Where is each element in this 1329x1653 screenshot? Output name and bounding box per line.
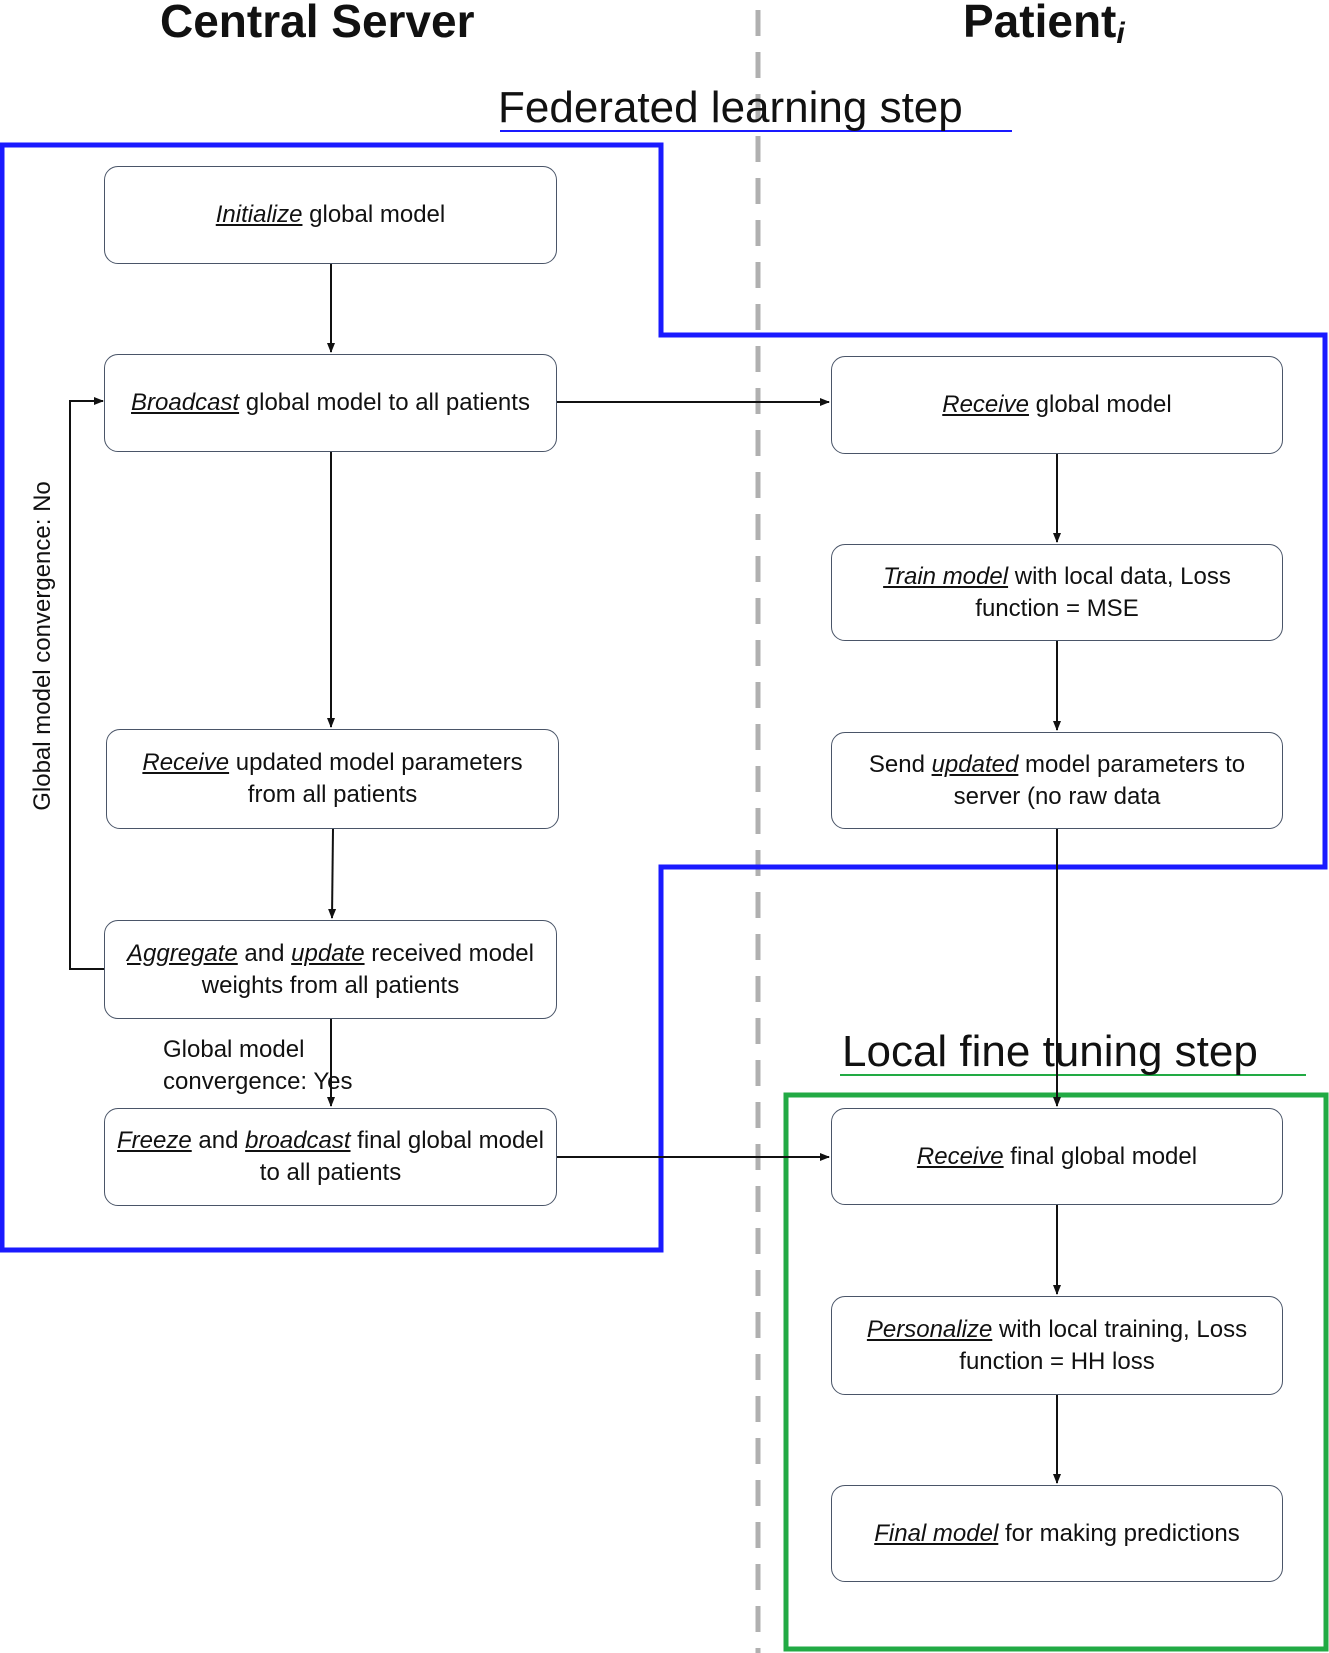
receive-updates-text: updated model parameters from all patien… [229,749,523,808]
send-prefix: Send [868,750,932,778]
aggregate-keyword: Aggregate [127,939,238,967]
arrow-loop-no [69,397,104,970]
federated-step-title: Federated learning step [498,83,963,132]
broadcast-box: Broadcast global model to all patients [104,354,557,452]
personalize-text: with local training, Loss function = HH … [959,1315,1248,1375]
send-box: Send updated model parameters to server … [831,732,1283,829]
receive-global-box: Receive global model [831,356,1283,454]
train-text: with local data, Loss function = MSE [975,562,1231,622]
final-model-text: for making predictions [998,1519,1240,1547]
freeze-box: Freeze and broadcast final global model … [104,1108,557,1206]
convergence-no-label: Global model convergence: No [29,481,56,811]
local-step-title: Local fine tuning step [842,1027,1258,1076]
final-broadcast-keyword: broadcast [245,1127,351,1154]
initialize-text: global model [302,201,446,228]
train-keyword: Train model [883,562,1009,590]
receive-global-keyword: Receive [942,391,1029,418]
receive-updates-box: Receive updated model parameters from al… [106,729,559,829]
initialize-keyword: Initialize [215,201,303,228]
patient-subscript: i [1116,17,1125,50]
final-model-box: Final model for making predictions [831,1485,1283,1582]
receive-final-text: final global model [1003,1142,1198,1170]
freeze-text: final global model to all patients [259,1127,544,1186]
receive-final-box: Receive final global model [831,1108,1283,1205]
send-keyword: updated [931,750,1019,778]
convergence-yes-label: Global model convergence: Yes [163,1036,353,1095]
aggregate-box: Aggregate and update received model weig… [104,920,557,1019]
broadcast-text: global model to all patients [239,389,530,416]
update-keyword: update [291,939,365,967]
aggregate-text: received model weights from all patients [201,939,534,999]
freeze-keyword: Freeze [117,1127,192,1154]
patient-label: Patient [963,0,1117,47]
personalize-keyword: Personalize [866,1315,993,1343]
central-server-label: Central Server [160,0,475,47]
send-text: model parameters to server (no raw data [953,750,1246,810]
final-model-keyword: Final model [874,1519,999,1547]
personalize-box: Personalize with local training, Loss fu… [831,1296,1283,1395]
central-server-title: Central Server [160,0,475,48]
initialize-box: Initialize global model [104,166,557,264]
freeze-and: and [191,1127,246,1154]
receive-final-keyword: Receive [916,1142,1004,1170]
broadcast-keyword: Broadcast [131,389,240,416]
receive-updates-keyword: Receive [142,749,230,776]
federated-frame [0,142,1328,1253]
train-box: Train model with local data, Loss functi… [831,544,1283,641]
patient-title: Patienti [963,0,1125,51]
arrow-receive-aggregate [328,828,337,919]
aggregate-and: and [237,939,292,967]
receive-global-text: global model [1028,391,1172,418]
